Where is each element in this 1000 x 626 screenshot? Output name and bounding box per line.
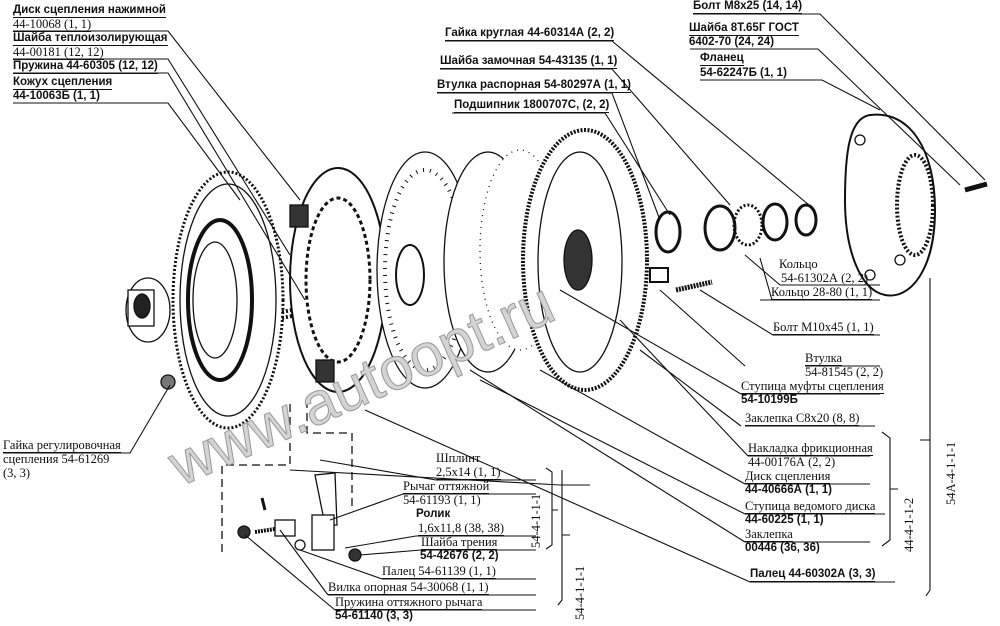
label-release-lever-code: 54-61193 (1, 1) [403, 493, 481, 507]
label-clutch-hub: Ступица муфты сцепления [741, 379, 884, 394]
leader-lines [3, 13, 986, 611]
release-hub [125, 277, 176, 390]
label-driven-hub: Ступица ведомого диска [745, 499, 876, 514]
label-round-nut: Гайка круглая 44-60314А (2, 2) [445, 27, 615, 41]
label-insulating-washer: Шайба теплоизолирующая [13, 32, 168, 46]
label-clutch-cover-code: 44-10063Б (1, 1) [13, 90, 100, 102]
label-lever-spring: Пружина оттяжного рычага [335, 595, 483, 610]
label-pin-44: Палец 44-60302А (3, 3) [750, 568, 876, 582]
label-clutch-disc: Диск сцепления [745, 469, 831, 484]
label-friction-lining: Накладка фрикционная [748, 441, 873, 456]
label-rivet-code: 00446 (36, 36) [745, 542, 820, 554]
label-bushing: Втулка [805, 351, 843, 366]
label-friction-washer-code: 54-42676 (2, 2) [420, 550, 499, 562]
label-clutch-disc-code: 44-40666А (1, 1) [745, 484, 832, 496]
label-adjusting-nut: Гайка регулировочная [3, 438, 121, 453]
label-flange: Фланец [700, 52, 744, 66]
label-bearing: Подшипник 1800707С, (2, 2) [454, 99, 610, 113]
label-adjusting-nut-2: сцепления 54-61269 [3, 452, 110, 466]
label-ring-28: Кольцо 28-80 (1, 1) [771, 285, 873, 300]
label-roller: Ролик [416, 508, 451, 520]
label-pressure-disc-code: 44-10068 (1, 1) [13, 17, 92, 32]
label-washer-8t: Шайба 8Т.65Г ГОСТ [689, 22, 799, 36]
label-lever-spring-code: 54-61140 (3, 3) [335, 610, 414, 622]
pressure-plate [289, 167, 387, 393]
label-insulating-washer-code: 44-00181 (12, 12) [13, 45, 104, 60]
label-bolt-m8: Болт М8х25 (14, 14) [693, 0, 803, 14]
label-roller-code: 1,6х11,8 (38, 38) [418, 521, 504, 536]
label-cotter-pin: Шплинт [436, 451, 481, 465]
release-lever-assembly [237, 472, 362, 562]
label-support-fork: Вилка опорная 54-30068 (1, 1) [328, 580, 489, 595]
label-driven-hub-code: 44-60225 (1, 1) [745, 514, 824, 526]
label-bolt-m10: Болт М10х45 (1, 1) [773, 320, 874, 335]
group-label-44-4-1-1-2: 44-4-1-1-2 [902, 497, 916, 552]
label-pin-54: Палец 54-61139 (1, 1) [382, 564, 496, 579]
label-clutch-cover: Кожух сцепления [13, 76, 113, 90]
bearings [649, 202, 818, 293]
label-spacer-bushing: Втулка распорная 54-80297А (1, 1) [437, 79, 631, 93]
group-label-54-4-1-1-1-a: 54-4-1-1-1 [529, 493, 543, 548]
flange [843, 113, 988, 297]
label-washer-8t-code: 6402-70 (24, 24) [689, 36, 775, 48]
label-lock-washer: Шайба замочная 54-43135 (1, 1) [440, 55, 618, 69]
label-adjusting-nut-3: (3, 3) [3, 466, 31, 480]
label-clutch-hub-code: 54-10199Б [741, 394, 798, 406]
group-label-54a-4-1-1-1: 54А-4-1-1-1 [944, 441, 958, 505]
group-brackets [545, 278, 931, 606]
label-ring: Кольцо [779, 257, 818, 271]
label-flange-code: 54-62247Б (1, 1) [700, 67, 787, 79]
label-ring-code: 54-61302А (2, 2) [781, 271, 869, 285]
label-rivet-c8: Заклепка С8х20 (8, 8) [745, 411, 860, 426]
label-pressure-disc: Диск сцепления нажимной [13, 4, 166, 18]
label-cotter-pin-code: 2,5х14 (1, 1) [436, 465, 501, 480]
label-spring: Пружина 44-60305 (12, 12) [13, 60, 158, 74]
label-rivet: Заклепка [745, 527, 793, 542]
group-label-54-4-1-1-1-b: 54-4-1-1-1 [573, 565, 587, 620]
label-friction-washer: Шайба трения [421, 535, 498, 550]
flywheel [521, 128, 649, 392]
label-release-lever: Рычаг оттяжной [403, 479, 490, 494]
label-friction-lining-code: 44-00176А (2, 2) [748, 455, 836, 469]
label-bushing-code: 54-81545 (2, 2) [805, 365, 884, 379]
